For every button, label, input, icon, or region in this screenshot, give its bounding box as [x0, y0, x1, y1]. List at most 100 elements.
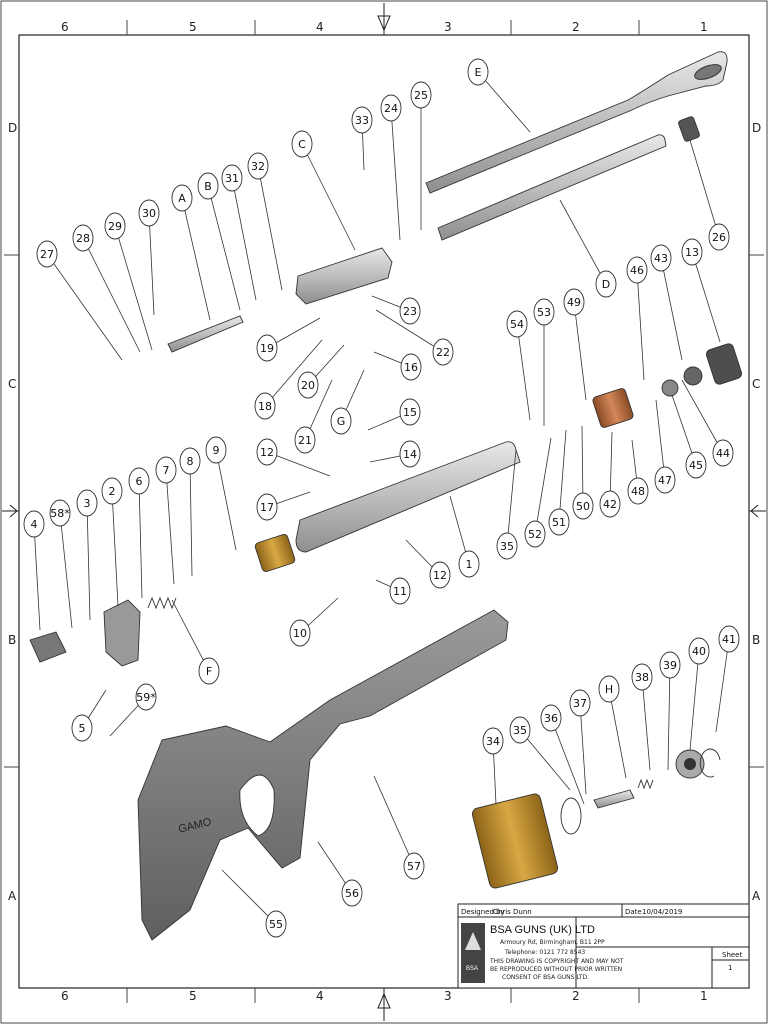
callout-label: 31	[225, 172, 239, 185]
callout-label: 55	[269, 918, 283, 931]
callout-label: B	[204, 180, 212, 193]
zone-col-3-bottom: 3	[444, 989, 452, 1003]
company-telephone: Telephone: 0121 772 8543	[504, 949, 585, 956]
callout-bubble	[563, 288, 585, 316]
leader-line	[111, 490, 119, 607]
callout-label: D	[602, 278, 610, 291]
callout-label: 5	[79, 722, 86, 735]
leader-line	[390, 107, 401, 241]
callout-bubble	[681, 238, 703, 266]
zone-row-b-right: B	[752, 633, 760, 647]
date-label: Date	[625, 908, 642, 916]
leader-line	[636, 269, 645, 381]
callout-label: 53	[537, 306, 551, 319]
callout-label: 23	[403, 305, 417, 318]
valve-stem-part-h	[593, 789, 635, 809]
leader-line	[373, 775, 415, 867]
callout-bubble	[572, 492, 594, 520]
leader-line	[519, 729, 571, 791]
callout-bubble	[548, 508, 570, 536]
leader-line	[165, 469, 175, 585]
date-value: 10/04/2019	[642, 908, 682, 916]
leader-line	[550, 717, 585, 805]
callout-label: 25	[414, 89, 428, 102]
leader-line	[689, 139, 720, 238]
callout-bubble	[712, 439, 734, 467]
knurled-cap-part-13	[705, 343, 743, 385]
company-name: BSA GUNS (UK) LTD	[490, 924, 595, 936]
callout-label: 39	[663, 659, 677, 672]
callout-bubble	[256, 493, 278, 521]
callout-bubble	[595, 270, 617, 298]
callout-label: 46	[630, 264, 644, 277]
callout-bubble	[506, 310, 528, 338]
callout-bubble	[432, 338, 454, 366]
callout-label: 12	[433, 569, 447, 582]
leader-line	[189, 460, 193, 577]
leader-line	[660, 257, 683, 361]
zone-col-2-bottom: 2	[572, 989, 580, 1003]
callout-label: 24	[384, 102, 398, 115]
leader-line	[264, 339, 323, 407]
callout-bubble	[524, 520, 546, 548]
zone-col-5-top: 5	[189, 20, 197, 34]
zone-row-a-right: A	[752, 889, 761, 903]
clip-part-41	[699, 748, 721, 778]
callout-label: C	[298, 138, 306, 151]
callout-label: 17	[260, 501, 274, 514]
callout-label: 54	[510, 318, 524, 331]
callout-bubble	[198, 657, 220, 685]
leader-line	[691, 251, 721, 343]
callout-bubble	[569, 689, 591, 717]
callout-label: 32	[251, 160, 265, 173]
callout-label: 52	[528, 528, 542, 541]
callout-label: 16	[404, 361, 418, 374]
leader-line	[375, 309, 444, 353]
leader-line	[59, 512, 73, 629]
callout-bubble	[341, 879, 363, 907]
callout-label: 20	[301, 379, 315, 392]
callout-label: 59*	[136, 691, 156, 704]
leader-line	[266, 451, 331, 477]
callout-bubble	[654, 466, 676, 494]
callout-bubble	[76, 489, 98, 517]
leader-line	[715, 638, 730, 733]
callout-label: 12	[260, 446, 274, 459]
leader-line	[506, 449, 517, 547]
callout-label: F	[206, 665, 212, 678]
callout-bubble	[718, 625, 740, 653]
callout-label: 42	[603, 498, 617, 511]
parts: GAMO	[29, 51, 743, 941]
callout-bubble	[155, 456, 177, 484]
zone-col-6-bottom: 6	[61, 989, 69, 1003]
barrel-shroud-part-e	[425, 51, 728, 194]
callout-bubble	[688, 637, 710, 665]
callout-label: 44	[716, 447, 730, 460]
callout-bubble	[496, 532, 518, 560]
barrel-part-d	[437, 134, 667, 241]
callout-label: 35	[500, 540, 514, 553]
leader-line	[689, 650, 700, 751]
leader-line	[257, 165, 283, 291]
callout-bubble	[400, 353, 422, 381]
callout-bubble	[380, 94, 402, 122]
callout-label: 57	[407, 860, 421, 873]
callout-label: 30	[142, 207, 156, 220]
callout-bubble	[540, 704, 562, 732]
callout-bubble	[289, 619, 311, 647]
stock-thumbhole	[239, 774, 275, 837]
muzzle-nut-part-26	[678, 116, 700, 142]
callout-label: 40	[692, 645, 706, 658]
callout-bubble	[221, 164, 243, 192]
zone-row-d-left: D	[8, 121, 17, 135]
callout-label: 21	[298, 434, 312, 447]
leader-line	[215, 449, 237, 551]
callout-bubble	[351, 106, 373, 134]
callout-label: 18	[258, 400, 272, 413]
leader-line	[82, 237, 141, 353]
callout-label: 2	[109, 485, 116, 498]
callout-bubble	[482, 727, 504, 755]
callout-label: 34	[486, 735, 500, 748]
spring-part-f	[147, 596, 177, 610]
